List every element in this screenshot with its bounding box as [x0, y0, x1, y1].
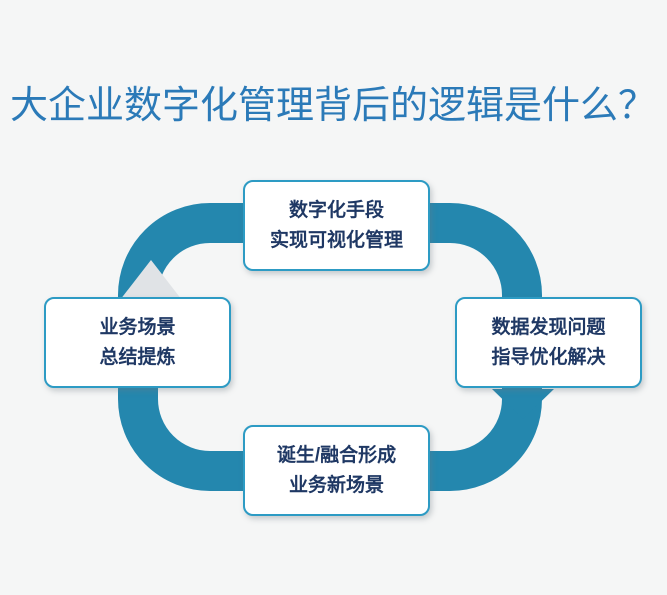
node-top-line1: 数字化手段	[288, 200, 384, 222]
node-data-problems: 数据发现问题 指导优化解决	[455, 297, 642, 388]
node-bottom-line2: 业务新场景	[288, 474, 384, 496]
node-business-scenarios: 业务场景 总结提炼	[44, 297, 231, 388]
node-bottom-line1: 诞生/融合形成	[276, 445, 397, 467]
node-right-line2: 指导优化解决	[491, 346, 606, 368]
node-left-line1: 业务场景	[99, 317, 176, 339]
page-title: 大企业数字化管理背后的逻辑是什么？	[10, 85, 657, 127]
node-top-line2: 实现可视化管理	[269, 229, 403, 251]
flow-arrow-up-icon	[120, 260, 182, 300]
flow-arrow-down-icon	[492, 389, 554, 419]
node-new-scenarios: 诞生/融合形成 业务新场景	[243, 425, 430, 516]
node-left-line2: 总结提炼	[99, 346, 176, 368]
node-right-line1: 数据发现问题	[491, 317, 606, 339]
node-digital-means: 数字化手段 实现可视化管理	[243, 180, 430, 271]
